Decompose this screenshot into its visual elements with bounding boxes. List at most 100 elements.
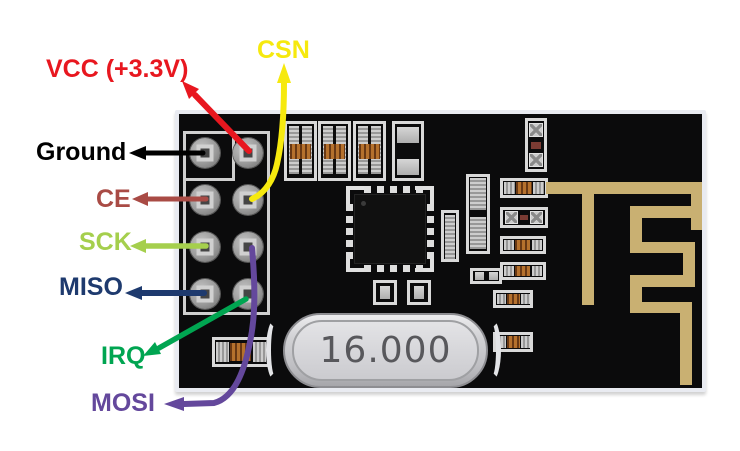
smd-pad	[470, 217, 486, 249]
smd-pad	[414, 286, 424, 299]
component-body	[515, 240, 530, 250]
antenna-trace-segment	[546, 182, 702, 194]
irq-arrow-head	[143, 342, 161, 356]
ic-pad	[346, 240, 353, 247]
component-body	[324, 144, 345, 159]
smd-pad	[445, 215, 455, 259]
smd-pad	[504, 182, 515, 194]
smd-pad	[521, 294, 530, 304]
smd-pad	[475, 272, 484, 280]
smd-pad	[397, 127, 419, 143]
ic-pad	[427, 240, 434, 247]
footprint-corner	[346, 253, 365, 272]
pin-ground	[190, 138, 220, 168]
antenna-trace-segment	[630, 218, 642, 242]
pin-hole	[196, 144, 214, 162]
smd-pad	[505, 211, 518, 224]
smd-pad	[529, 123, 543, 137]
empty-footprint	[392, 121, 424, 181]
ic-pad	[364, 186, 371, 193]
pin-hole	[239, 144, 257, 162]
antenna-trace-segment	[630, 287, 642, 302]
ic-pad	[427, 228, 434, 235]
smd-capacitor	[284, 121, 317, 181]
ic-pad	[390, 186, 397, 193]
ic-pad	[416, 186, 423, 193]
smd-capacitor	[318, 121, 351, 181]
footprint-corner	[346, 186, 365, 205]
smd-pad	[470, 178, 486, 210]
smd-pad	[253, 342, 266, 362]
smd-inductor	[500, 207, 548, 228]
smd-pad	[489, 272, 498, 280]
smd-pad	[504, 240, 514, 250]
crystal-frequency-label: 16.000	[319, 330, 452, 371]
ic-pad	[390, 265, 397, 272]
nrf24l01-module-board: 16.000	[175, 110, 706, 392]
label-ce: CE	[96, 185, 131, 213]
smd-resistor	[500, 262, 546, 280]
component-body	[290, 144, 311, 159]
ic-pad	[346, 252, 353, 259]
component-body	[507, 336, 520, 348]
smd-pad	[380, 286, 390, 299]
smd-pad	[504, 266, 514, 276]
csn-arrow-head	[277, 63, 291, 83]
rf-ic-footprint	[346, 186, 434, 272]
empty-footprint	[470, 268, 502, 284]
ic-pad	[427, 252, 434, 259]
pin-miso	[190, 279, 220, 309]
antenna-trace-segment	[680, 313, 692, 385]
ground-arrow-head	[129, 146, 146, 160]
ic-pad	[377, 265, 384, 272]
crystal-clip-left	[266, 319, 284, 381]
smd-pad	[530, 211, 543, 224]
antenna-trace-segment	[582, 193, 594, 305]
pin-irq	[233, 279, 263, 309]
ic-pad	[364, 265, 371, 272]
label-ground: Ground	[36, 138, 127, 166]
smd-pad	[497, 294, 506, 304]
pin-sck	[190, 232, 220, 262]
label-miso: MISO	[59, 273, 123, 301]
footprint-corner	[415, 253, 434, 272]
smd-pad	[532, 240, 542, 250]
pin-hole	[239, 191, 257, 209]
rf-ic-chip	[354, 194, 426, 264]
mosi-arrow-head	[164, 397, 184, 411]
antenna-trace-segment	[630, 242, 695, 253]
smd-pad	[216, 342, 229, 362]
smd-capacitor	[466, 174, 490, 254]
footprint-corner	[415, 186, 434, 205]
smd-pad	[532, 266, 542, 276]
ic-pad	[346, 204, 353, 211]
component-body	[531, 142, 541, 149]
empty-footprint	[407, 280, 431, 305]
crystal-oscillator: 16.000	[283, 313, 488, 388]
pin-csn	[233, 185, 263, 215]
component-body	[230, 343, 251, 361]
smd-pad	[533, 182, 544, 194]
antenna-trace-segment	[630, 302, 692, 313]
ic-pad	[377, 186, 384, 193]
smd-resistor	[493, 290, 533, 308]
smd-pad	[521, 336, 530, 348]
ic-pad	[346, 228, 353, 235]
label-csn: CSN	[257, 36, 310, 64]
component-body	[507, 294, 520, 304]
smd-capacitor	[353, 121, 386, 181]
crystal-clip-right	[483, 319, 501, 381]
smd-inductor	[525, 118, 547, 172]
label-sck: SCK	[79, 228, 132, 256]
component-body	[520, 215, 528, 220]
smd-capacitor	[441, 210, 459, 262]
miso-arrow-head	[125, 286, 142, 300]
ce-arrow-head	[132, 192, 148, 206]
pin-hole	[196, 238, 214, 256]
pin-hole	[239, 238, 257, 256]
component-body	[359, 144, 380, 159]
pin1-dot	[361, 201, 366, 206]
label-vcc: VCC (+3.3V)	[46, 55, 189, 83]
pin-vcc	[233, 138, 263, 168]
